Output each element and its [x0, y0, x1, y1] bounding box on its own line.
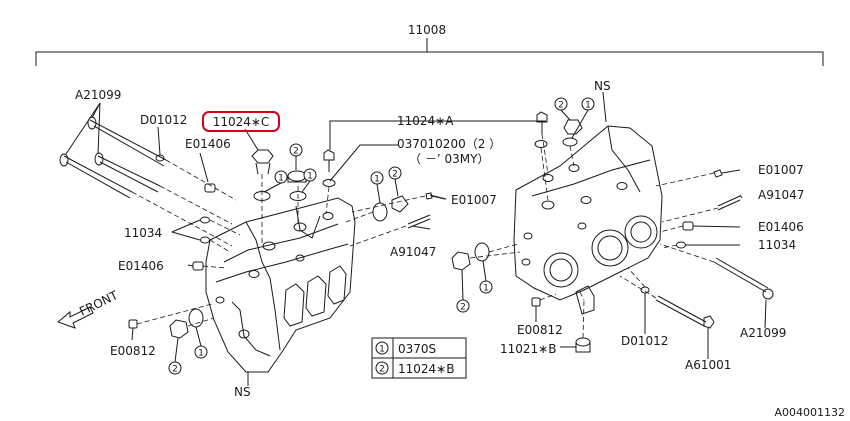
- callout-number: 2: [392, 170, 398, 180]
- pin-e00812-left[interactable]: [128, 319, 138, 329]
- bolt-11024a-right[interactable]: [536, 111, 548, 134]
- label-e01406-right[interactable]: E01406: [758, 220, 804, 234]
- label-11021b[interactable]: 11021∗B: [500, 342, 556, 356]
- callout-number: 1: [198, 349, 204, 359]
- label-d01012-left[interactable]: D01012: [140, 113, 187, 127]
- bolt-a61001[interactable]: [655, 295, 715, 329]
- callout-number: 1: [307, 172, 313, 182]
- callout-circles: [168, 97, 595, 375]
- dowel-pin-e01406-right[interactable]: [682, 221, 694, 231]
- callout-number: 2: [172, 365, 178, 375]
- bolt-11024a-left[interactable]: [323, 149, 335, 172]
- legend-number: 1: [379, 345, 385, 355]
- stud-a91047-left[interactable]: [407, 214, 431, 229]
- label-ns-top: NS: [594, 79, 611, 93]
- diagram-id-label: A004001132: [774, 406, 845, 419]
- front-arrow-icon: [57, 306, 94, 329]
- cylinder-head-bolt-11024c[interactable]: [251, 149, 274, 175]
- callout-leaders: [174, 109, 589, 363]
- plug-11024b-left-side[interactable]: [391, 195, 409, 213]
- label-e01406-lower-left[interactable]: E01406: [118, 259, 164, 273]
- washer-11034-left[interactable]: [200, 216, 210, 244]
- dowel-pin-e01406-left-lower[interactable]: [192, 261, 204, 271]
- assembly-bracket: [35, 38, 824, 66]
- left-cylinder-block[interactable]: [205, 197, 356, 373]
- o-ring-0370s-right-lower[interactable]: [474, 242, 490, 262]
- label-d01012-right[interactable]: D01012: [621, 334, 668, 348]
- o-ring-0370s-left-side[interactable]: [372, 202, 388, 222]
- callout-number: 1: [483, 284, 489, 294]
- stud-bolt-a21099-left-lower[interactable]: [59, 152, 161, 199]
- stud-bolt-a21099-right[interactable]: [713, 257, 774, 300]
- label-a91047-center[interactable]: A91047: [390, 245, 436, 259]
- label-037010200-note: （ －’ 03MY）: [409, 152, 489, 166]
- label-front: FRONT: [77, 288, 121, 319]
- legend-box: [371, 337, 467, 379]
- label-a21099-right[interactable]: A21099: [740, 326, 786, 340]
- label-11034-right[interactable]: 11034: [758, 238, 796, 252]
- stud-a91047-right[interactable]: [717, 195, 741, 211]
- legend-number: 2: [379, 365, 385, 375]
- plug-11024b-left-upper[interactable]: [287, 170, 307, 183]
- callout-number: 2: [558, 101, 564, 111]
- label-11024c-highlighted[interactable]: 11024∗C: [213, 115, 270, 129]
- label-a91047-right[interactable]: A91047: [758, 188, 804, 202]
- callout-number: 1: [278, 174, 284, 184]
- label-ns-bottom: NS: [234, 385, 251, 399]
- washer-037010200-left[interactable]: [322, 179, 336, 187]
- washer-d01012-right[interactable]: [640, 286, 650, 294]
- legend-11024b[interactable]: 11024∗B: [398, 362, 454, 376]
- callout-number: 1: [585, 101, 591, 111]
- leader-lines: [65, 91, 767, 386]
- washer-037010200-right[interactable]: [534, 140, 548, 148]
- o-ring-0370s-left-lower[interactable]: [188, 308, 204, 328]
- callout-number: 1: [374, 175, 380, 185]
- label-037010200[interactable]: 037010200（2 ）: [397, 137, 501, 151]
- label-e01007-center[interactable]: E01007: [451, 193, 497, 207]
- assembly-part-label[interactable]: 11008: [408, 23, 446, 37]
- label-a21099-left[interactable]: A21099: [75, 88, 121, 102]
- label-11024a[interactable]: 11024∗A: [397, 114, 454, 128]
- washer-11034-right[interactable]: [676, 241, 686, 249]
- pin-e01007-right[interactable]: [713, 169, 723, 178]
- label-11034-left[interactable]: 11034: [124, 226, 162, 240]
- callout-number: 2: [460, 303, 466, 313]
- phantom-lines: [131, 133, 719, 339]
- plug-11021b[interactable]: [575, 337, 591, 353]
- plug-11024b-left-lower[interactable]: [169, 319, 189, 339]
- label-e01007-right[interactable]: E01007: [758, 163, 804, 177]
- label-e00812-right[interactable]: E00812: [517, 323, 563, 337]
- highlight-box: [202, 111, 280, 132]
- right-cylinder-block[interactable]: [513, 125, 663, 315]
- label-a61001[interactable]: A61001: [685, 358, 731, 372]
- plug-11024b-right-lower[interactable]: [451, 251, 471, 271]
- legend-0370s[interactable]: 0370S: [398, 342, 436, 356]
- label-e00812-left[interactable]: E00812: [110, 344, 156, 358]
- callout-number: 2: [293, 147, 299, 157]
- pin-e00812-right[interactable]: [531, 297, 541, 307]
- label-e01406-upper-left[interactable]: E01406: [185, 137, 231, 151]
- o-ring-0370s-right-upper[interactable]: [562, 137, 578, 147]
- plug-11024b-right-upper[interactable]: [563, 119, 583, 135]
